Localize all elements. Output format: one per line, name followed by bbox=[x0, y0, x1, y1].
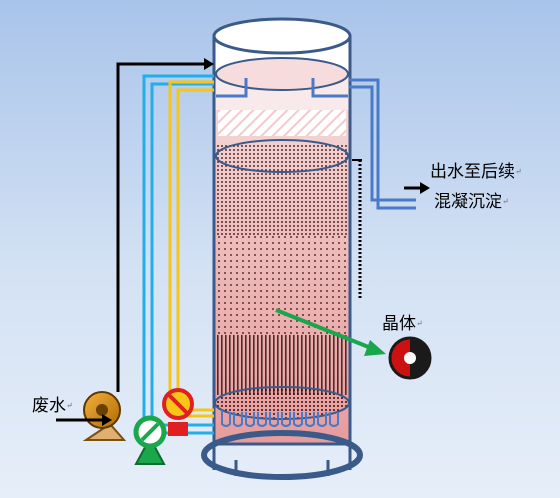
bottom-nozzles bbox=[221, 410, 339, 427]
feed-line bbox=[116, 62, 206, 392]
outlet-pipe-inner bbox=[349, 85, 416, 202]
crystal-ball-icon bbox=[388, 336, 432, 380]
dotted-bed-sparse bbox=[215, 235, 349, 335]
feed-line-arrowhead bbox=[204, 58, 214, 70]
overflow-weir bbox=[215, 57, 349, 91]
crystal-arrowhead bbox=[364, 340, 386, 356]
paragraph-mark: ↵ bbox=[416, 319, 423, 328]
dosing-pipes bbox=[168, 80, 214, 418]
crystal-growth-zone bbox=[215, 335, 349, 395]
outlet-arrowhead bbox=[420, 182, 430, 194]
no-entry-valve-icon bbox=[162, 388, 194, 436]
vessel-base bbox=[201, 430, 363, 480]
hatched-layer bbox=[218, 110, 346, 136]
crystal-label: 晶体↵ bbox=[382, 314, 423, 334]
outlet-pipe bbox=[349, 78, 416, 210]
wastewater-arrowhead bbox=[102, 414, 112, 426]
reactor-vessel bbox=[212, 17, 352, 446]
dotted-bed-dense bbox=[215, 145, 349, 235]
outlet-label-line1: 出水至后续↵ bbox=[430, 162, 522, 182]
crystal-arrow bbox=[275, 308, 377, 352]
wastewater-label: 废水↵ bbox=[32, 396, 73, 416]
bed-top-boundary bbox=[215, 139, 349, 173]
paragraph-mark: ↵ bbox=[515, 167, 522, 176]
outlet-label-line2: 混凝沉淀↵ bbox=[434, 192, 509, 212]
paragraph-mark: ↵ bbox=[66, 401, 73, 410]
paragraph-mark: ↵ bbox=[502, 197, 509, 206]
recirc-pump-icon bbox=[133, 415, 167, 465]
vessel-top-rim bbox=[212, 17, 352, 55]
overflow-pipe-stubs bbox=[216, 78, 348, 98]
